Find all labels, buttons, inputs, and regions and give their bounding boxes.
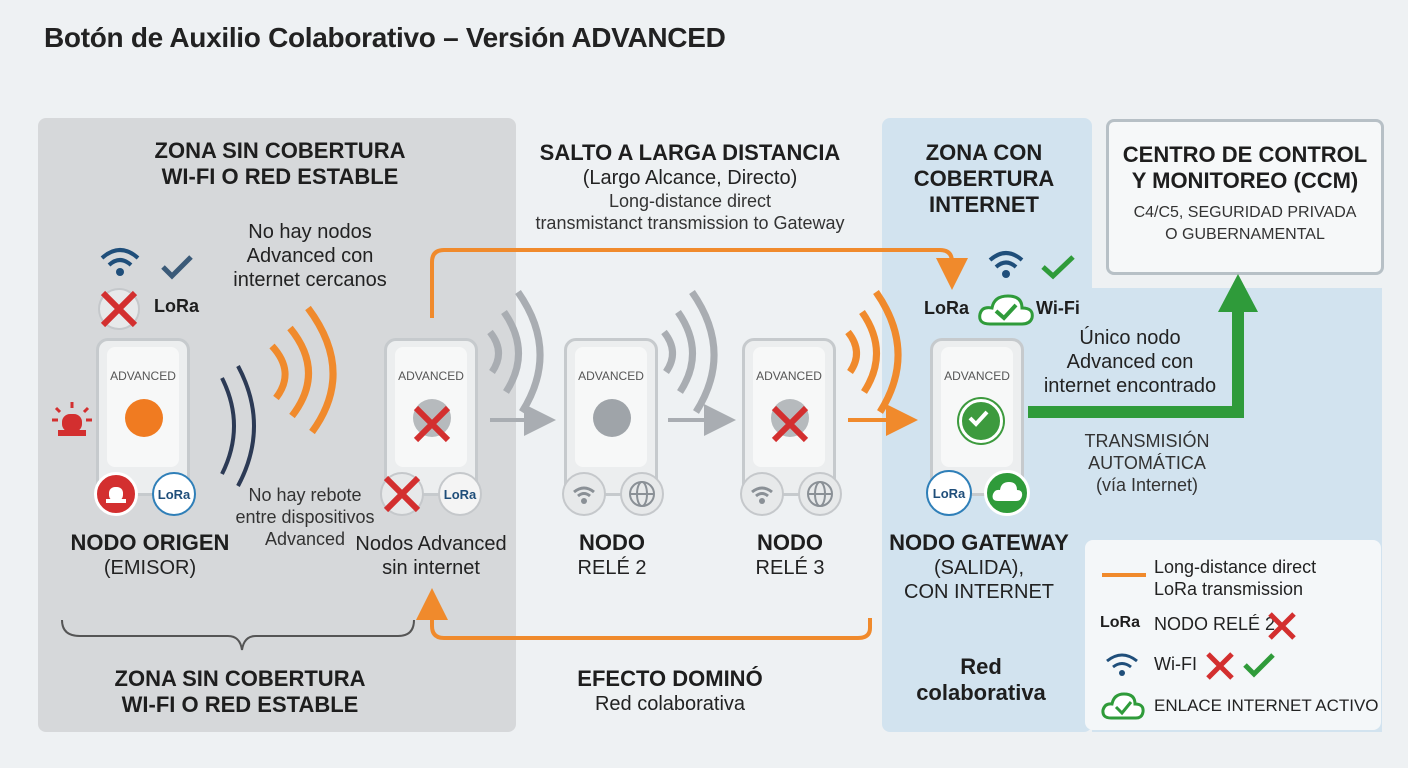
alarm-icon: [52, 402, 92, 436]
device-relay-2: ADVANCED: [564, 338, 658, 496]
globe-icon: [620, 472, 664, 516]
wifi-icon: [100, 248, 140, 276]
wifi-icon: [562, 472, 606, 516]
lora-icon: LoRa: [924, 298, 969, 318]
x-icon: [383, 475, 421, 513]
legend-relay-label: NODO RELÉ 2: [1154, 614, 1276, 634]
sos-button[interactable]: [125, 399, 163, 437]
check-icon: [161, 255, 193, 280]
x-icon: [1268, 612, 1296, 640]
device-relay-3: ADVANCED: [742, 338, 836, 496]
legend-wifi-label: Wi-FI: [1154, 654, 1197, 674]
x-icon: [413, 405, 451, 443]
gateway-label: NODO GATEWAY (SALIDA), CON INTERNET: [889, 530, 1069, 603]
wifi-label: Wi-Fi: [1036, 298, 1080, 318]
device-origin: ADVANCED: [96, 338, 190, 496]
legend-line-swatch: [1102, 573, 1146, 577]
legend-internet-label: ENLACE INTERNET ACTIVO: [1154, 696, 1379, 715]
cloud-check-icon: [1101, 692, 1145, 720]
device-gateway: ADVANCED: [930, 338, 1024, 496]
long-jump-arrow: [430, 248, 968, 318]
alarm-badge-icon: [94, 472, 138, 516]
cloud-icon: [984, 470, 1030, 516]
x-icon: [100, 290, 138, 328]
internet-arrow: [1028, 310, 1244, 418]
cloud-check-icon: [978, 294, 1034, 326]
x-icon: [771, 405, 809, 443]
origin-label: NODO ORIGEN(EMISOR): [70, 530, 230, 579]
wifi-icon: [740, 472, 784, 516]
lora-badge-icon: LoRa: [926, 470, 972, 516]
long-jump-label: SALTO A LARGA DISTANCIA (Largo Alcance, …: [535, 140, 845, 233]
x-icon: [1206, 652, 1234, 680]
lora-badge-icon: LoRa: [152, 472, 196, 516]
check-icon: [1041, 255, 1075, 280]
lora-icon: LoRa: [154, 296, 199, 316]
page-title: Botón de Auxilio Colaborativo – Versión …: [44, 22, 726, 53]
wifi-icon: [988, 251, 1024, 278]
check-icon: [1243, 653, 1275, 678]
globe-icon: [798, 472, 842, 516]
lora-icon: LoRa: [1100, 614, 1140, 631]
wifi-icon: [1106, 653, 1138, 676]
domino-arrow: [416, 588, 872, 640]
device-no-internet: ADVANCED: [384, 338, 478, 496]
lora-badge-icon: LoRa: [438, 472, 482, 516]
brace: [61, 619, 415, 651]
